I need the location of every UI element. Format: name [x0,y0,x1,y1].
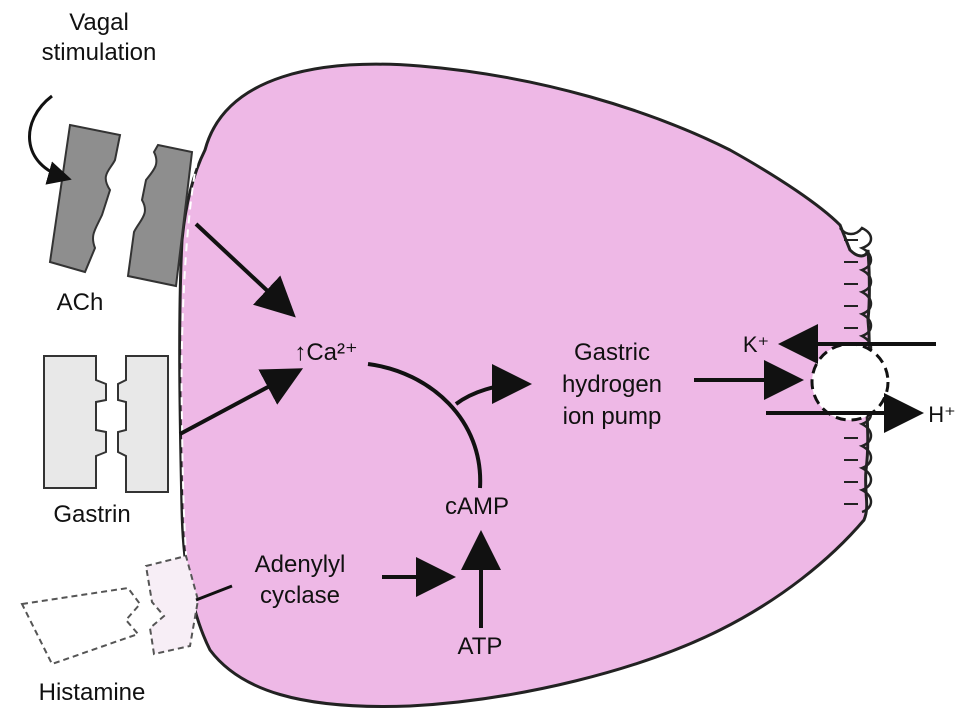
histamine-label: Histamine [39,679,146,706]
vagal-label-line2: stimulation [42,39,157,66]
pump-label-line2: hydrogen [562,371,662,398]
ach-ligand-shape [50,125,120,272]
ach-receptor [50,125,192,286]
h-ion-label: H⁺ [928,402,956,427]
ach-label: ACh [57,289,104,316]
gastrin-receptor-shape [118,356,168,492]
adenylyl-label-line2: cyclase [260,582,340,609]
pump-label-line3: ion pump [563,403,662,430]
atp-label: ATP [458,633,503,660]
parietal-cell-body [180,64,870,706]
gastrin-label: Gastrin [53,501,130,528]
camp-label: cAMP [445,493,509,520]
histamine-ligand-shape [22,588,140,664]
adenylyl-label-line1: Adenylyl [255,551,346,578]
gastrin-ligand-shape [44,356,106,488]
ca-label: ↑Ca²⁺ [294,339,357,366]
pump-label-line1: Gastric [574,339,650,366]
gastrin-receptor [44,356,168,492]
vagal-label-line1: Vagal [69,9,129,36]
vagal-stimulation-arrow [30,96,66,178]
histamine-receptor [22,556,198,664]
proton-pump-circle [812,344,888,420]
k-ion-label: K⁺ [743,332,769,357]
